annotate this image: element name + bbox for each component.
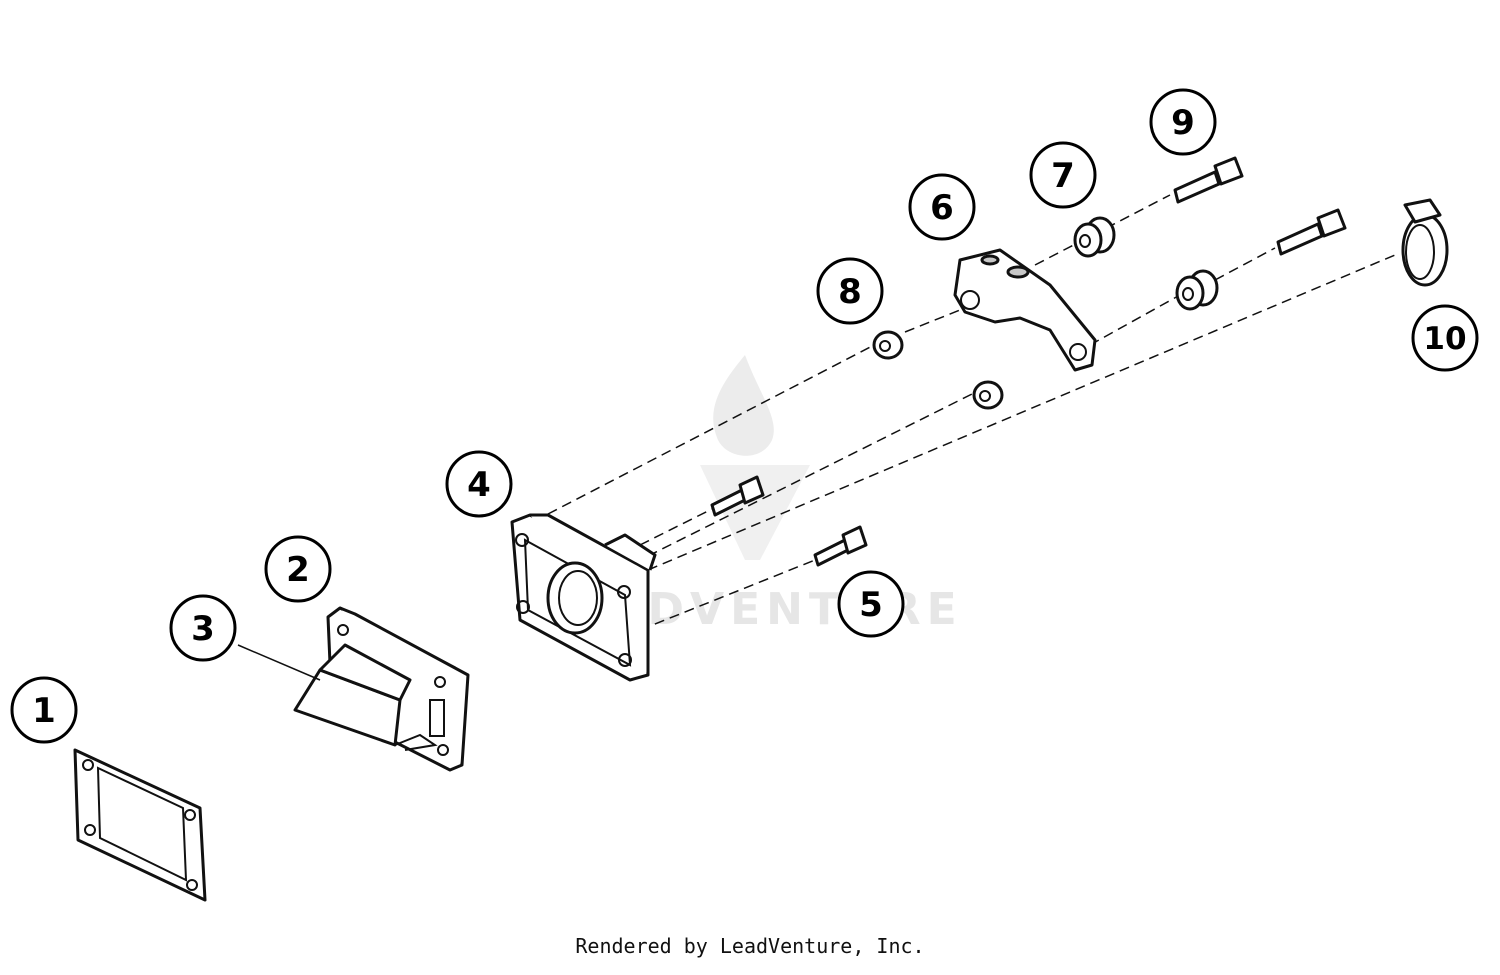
svg-text:5: 5 [859, 585, 883, 625]
svg-text:6: 6 [930, 188, 954, 228]
callout-3: 3 [169, 594, 237, 662]
part-5-bolt-lower [813, 525, 868, 567]
part-5-bolt-upper [710, 475, 765, 517]
part-9-bolt-upper [1173, 156, 1244, 204]
callout-2: 2 [264, 535, 332, 603]
callout-5: 5 [837, 570, 905, 638]
callout-10: 10 [1411, 304, 1479, 372]
callout-6: 6 [908, 173, 976, 241]
svg-text:4: 4 [467, 465, 491, 505]
callout-8: 8 [816, 257, 884, 325]
leader-lines [237, 644, 321, 681]
callouts: 1 2 3 4 5 6 7 8 [10, 88, 1479, 744]
part-8-washer-upper [872, 330, 904, 360]
part-3-reed-petals [293, 643, 438, 751]
part-6-bracket [953, 248, 1097, 372]
part-1-gasket [73, 748, 207, 902]
callout-4: 4 [445, 450, 513, 518]
svg-text:2: 2 [286, 550, 310, 590]
svg-text:7: 7 [1051, 156, 1075, 196]
callout-7: 7 [1029, 141, 1097, 209]
part-4-manifold [510, 513, 657, 682]
callout-1: 1 [10, 676, 78, 744]
flame-logo-icon [700, 355, 810, 560]
footer-credit: Rendered by LeadVenture, Inc. [575, 934, 925, 958]
svg-text:3: 3 [191, 609, 215, 649]
part-8-washer-lower [972, 380, 1004, 410]
part-7-grommet-upper [1073, 216, 1116, 258]
svg-text:9: 9 [1171, 103, 1195, 143]
part-10-clamp [1401, 198, 1449, 287]
callout-9: 9 [1149, 88, 1217, 156]
svg-text:1: 1 [32, 691, 56, 731]
svg-text:10: 10 [1423, 321, 1466, 357]
svg-text:8: 8 [838, 272, 862, 312]
alignment-lines [547, 194, 1396, 631]
part-7-grommet-lower [1175, 269, 1219, 311]
part-9-bolt-lower [1276, 208, 1347, 256]
